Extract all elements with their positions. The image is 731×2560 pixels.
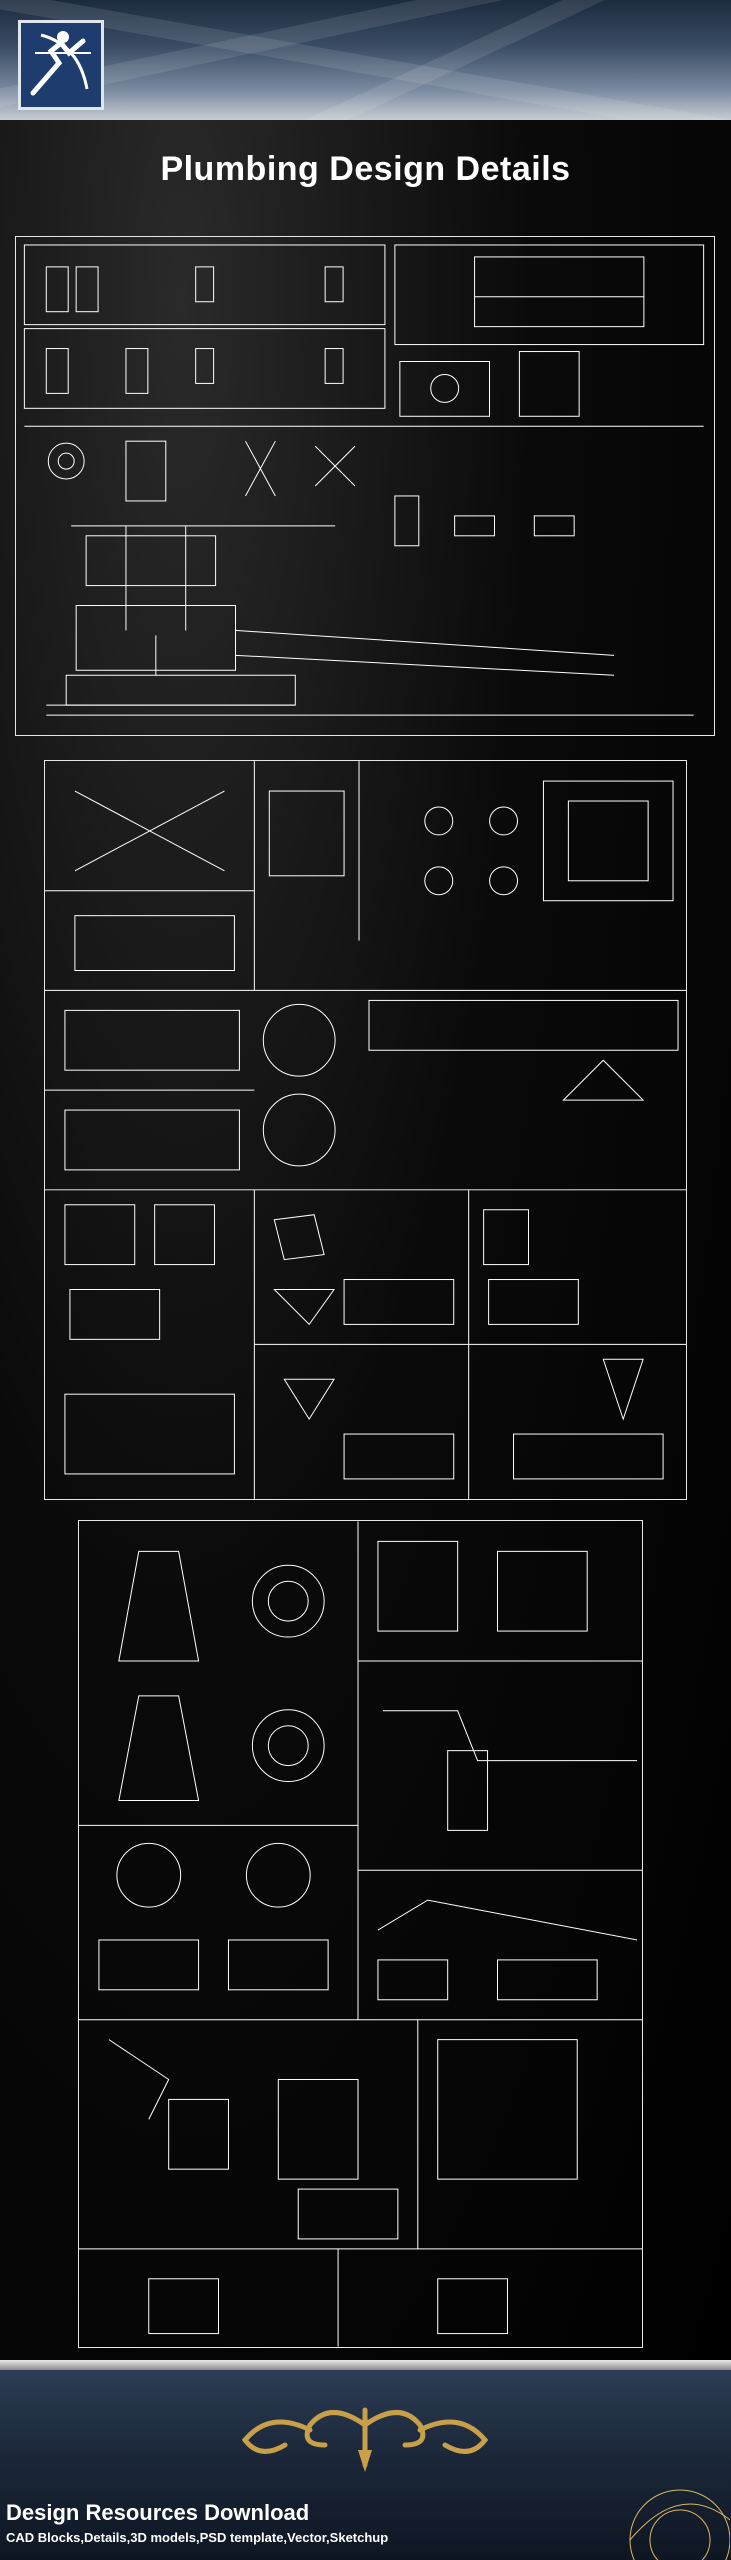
compass-graphic-icon [600,2480,731,2560]
top-banner [0,0,731,120]
gold-scroll-ornament-icon [230,2400,500,2475]
page-title: Plumbing Design Details [160,150,571,188]
drawing-sheet-2 [44,760,687,1500]
sheet-2-lines [45,761,686,1499]
footer-brand: Design Resources Download [6,2500,310,2525]
drawing-sheet-3 [78,1520,643,2348]
footer-tagline: CAD Blocks,Details,3D models,PSD templat… [6,2530,389,2545]
dark-background [0,120,731,2360]
drawing-sheet-1 [15,236,715,736]
archer-logo-icon [18,20,104,110]
footer-banner: Design Resources Download CAD Blocks,Det… [0,2360,731,2560]
sheet-1-lines [23,244,705,716]
sheet-3-lines [79,1521,642,2347]
footer-separator [0,2360,731,2370]
